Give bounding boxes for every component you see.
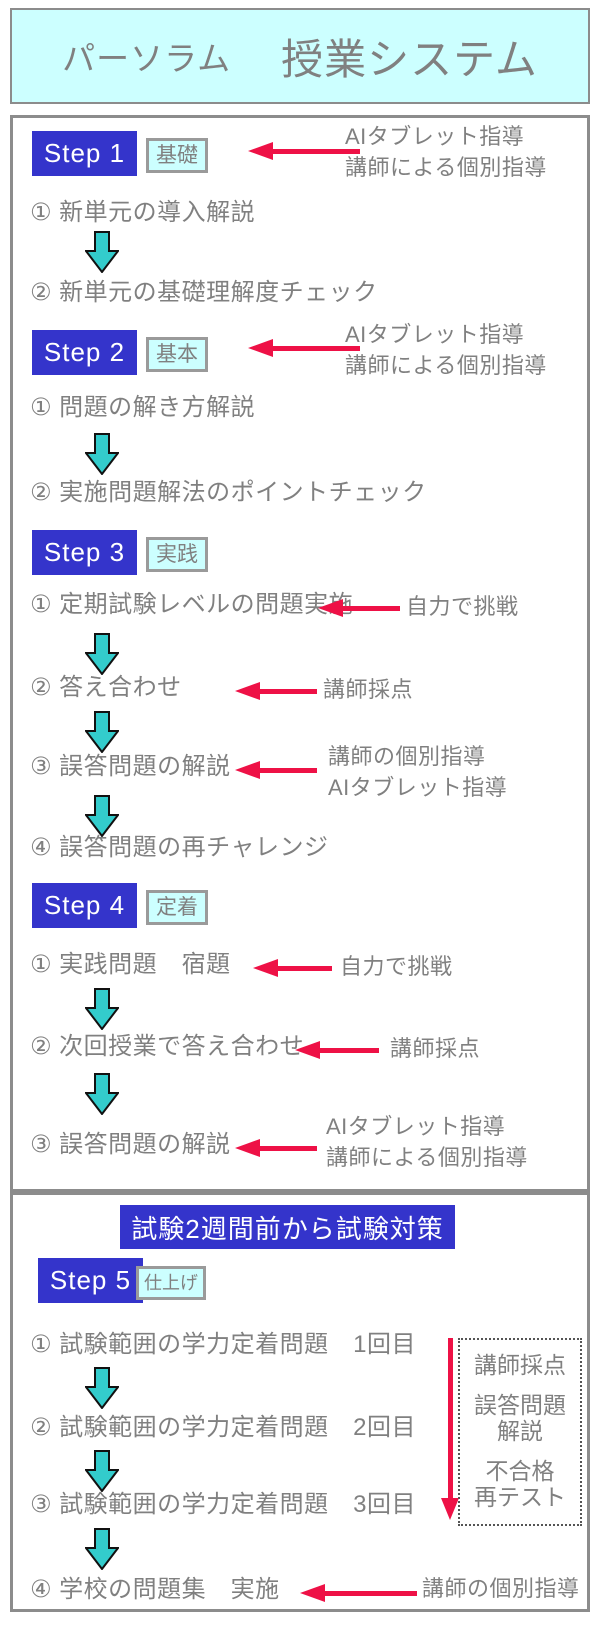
side-note-line: 不合格 再テスト: [474, 1458, 566, 1510]
step4-badge: Step 4: [32, 883, 137, 928]
down-arrow-icon: [83, 1367, 121, 1410]
flow-item: ② 試験範囲の学力定着問題 2回目: [30, 1414, 417, 1441]
flow-item: ② 次回授業で答え合わせ: [30, 1033, 305, 1060]
arrow-shaft: [269, 345, 360, 351]
arrow-head: [248, 142, 273, 160]
arrow-head: [295, 1041, 320, 1059]
step1-tag: 基礎: [146, 138, 208, 173]
annotation-line: AIタブレット指導: [345, 124, 525, 149]
flow-item: ② 実施問題解法のポイントチェック: [30, 479, 427, 506]
flow-item: ③ 誤答問題の解説: [30, 753, 231, 780]
arrow-head: [300, 1584, 325, 1602]
annotation-line: 講師による個別指導: [326, 1145, 528, 1170]
step1-badge: Step 1: [32, 131, 137, 176]
step5-tag: 仕上げ: [136, 1266, 206, 1300]
arrow-head: [235, 682, 260, 700]
step3-tag: 実践: [146, 537, 208, 572]
annotation-line: AIタブレット指導: [328, 775, 508, 800]
annotation-line: AIタブレット指導: [326, 1114, 506, 1139]
flow-item: ① 定期試験レベルの問題実施: [30, 591, 354, 618]
left-arrow-icon: [318, 599, 400, 617]
left-arrow-icon: [300, 1584, 417, 1602]
steps-1-4-panel: Step 1 基礎 AIタブレット指導 講師による個別指導 ① 新単元の導入解説…: [10, 115, 590, 1192]
arrow-shaft: [269, 148, 360, 154]
down-arrow-icon: [83, 231, 121, 274]
arrow-shaft: [447, 1338, 453, 1500]
exam-prep-banner: 試験2週間前から試験対策: [120, 1205, 455, 1249]
down-arrow-icon: [83, 433, 121, 476]
annotation-line: 講師採点: [390, 1036, 481, 1061]
arrow-shaft: [256, 1145, 317, 1151]
side-note-line: 誤答問題 解説: [474, 1392, 566, 1444]
arrow-shaft: [256, 767, 317, 773]
down-arrow-icon: [83, 988, 121, 1031]
flow-item: ③ 試験範囲の学力定着問題 3回目: [30, 1491, 417, 1518]
flow-item: ② 新単元の基礎理解度チェック: [30, 279, 378, 306]
arrow-shaft: [321, 1590, 417, 1596]
annotation-line: 講師採点: [323, 677, 414, 702]
step2-annotation: AIタブレット指導 講師による個別指導: [345, 319, 547, 381]
annotation-line: 自力で挑戦: [406, 594, 519, 619]
annotation-line: 講師による個別指導: [345, 155, 547, 180]
left-arrow-icon: [248, 339, 360, 357]
arrow-head: [235, 761, 260, 779]
down-arrow-icon: [83, 633, 121, 676]
arrow-head: [318, 599, 343, 617]
down-arrow-icon: [83, 711, 121, 754]
left-arrow-icon: [248, 142, 360, 160]
side-note-line: 講師採点: [474, 1352, 566, 1378]
down-arrow-icon: [83, 1528, 121, 1571]
annotation-line: AIタブレット指導: [345, 322, 525, 347]
annotation-line: 講師の個別指導: [328, 744, 486, 769]
left-arrow-icon: [295, 1041, 379, 1059]
arrow-head: [235, 1139, 260, 1157]
down-arrow-icon: [83, 1073, 121, 1116]
brand-name: パーソラム: [62, 40, 232, 77]
flow-item: ④ 誤答問題の再チャレンジ: [30, 834, 329, 861]
step5-badge: Step 5: [38, 1258, 143, 1303]
step2-tag: 基本: [146, 337, 208, 372]
step3-badge: Step 3: [32, 530, 137, 575]
arrow-shaft: [316, 1047, 379, 1053]
flow-item: ① 問題の解き方解説: [30, 394, 256, 421]
annotation-line: 自力で挑戦: [340, 954, 453, 979]
grading-side-note-box: 講師採点 誤答問題 解説 不合格 再テスト: [458, 1338, 582, 1526]
step4-annotation: AIタブレット指導 講師による個別指導: [326, 1111, 528, 1173]
arrow-shaft: [274, 965, 332, 971]
step1-annotation: AIタブレット指導 講師による個別指導: [345, 121, 547, 183]
left-arrow-icon: [253, 959, 332, 977]
step4-tag: 定着: [146, 890, 208, 925]
arrow-head: [441, 1498, 459, 1520]
flow-item: ① 試験範囲の学力定着問題 1回目: [30, 1331, 417, 1358]
arrow-head: [253, 959, 278, 977]
retest-loop-arrow-icon: [441, 1338, 459, 1520]
flow-item: ③ 誤答問題の解説: [30, 1131, 231, 1158]
step-5-panel: 試験2週間前から試験対策 Step 5 仕上げ ① 試験範囲の学力定着問題 1回…: [10, 1192, 590, 1612]
left-arrow-icon: [235, 761, 317, 779]
arrow-shaft: [339, 605, 400, 611]
flow-item: ④ 学校の問題集 実施: [30, 1576, 280, 1603]
arrow-head: [248, 339, 273, 357]
step2-badge: Step 2: [32, 330, 137, 375]
page-title: 授業システム: [281, 35, 538, 83]
arrow-shaft: [256, 688, 317, 694]
annotation-line: 講師の個別指導: [422, 1576, 580, 1601]
flow-item: ① 新単元の導入解説: [30, 199, 256, 226]
step3-annotation: 講師の個別指導 AIタブレット指導: [328, 741, 507, 803]
page-title-box: パーソラム 授業システム: [10, 8, 590, 104]
left-arrow-icon: [235, 682, 317, 700]
flow-item: ① 実践問題 宿題: [30, 951, 231, 978]
annotation-line: 講師による個別指導: [345, 353, 547, 378]
down-arrow-icon: [83, 795, 121, 838]
down-arrow-icon: [83, 1450, 121, 1493]
left-arrow-icon: [235, 1139, 317, 1157]
flow-item: ② 答え合わせ: [30, 674, 182, 701]
